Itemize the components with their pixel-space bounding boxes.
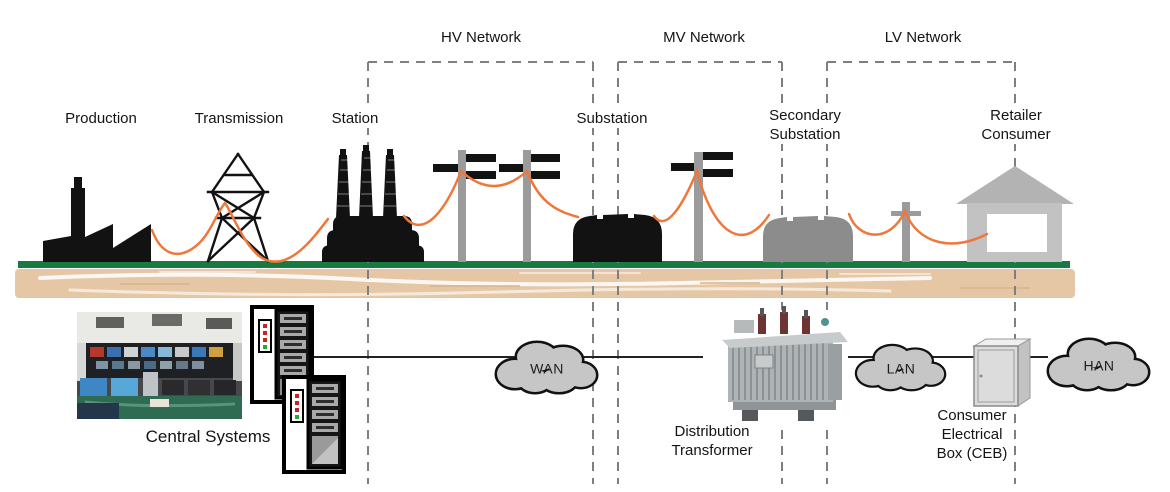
hv-network-bracket	[367, 61, 594, 484]
power-station-icon	[322, 145, 424, 262]
mv-network-label: MV Network	[663, 29, 745, 46]
ceb-box-icon	[972, 338, 1032, 407]
ceb-label: Consumer Electrical Box (CEB)	[936, 407, 1008, 462]
house-icon	[956, 166, 1074, 262]
mv-pole-icon	[671, 152, 733, 262]
lan-label: LAN	[886, 360, 916, 377]
substation-label: Substation	[573, 109, 651, 128]
ground-line	[18, 261, 1070, 268]
lv-network-label: LV Network	[884, 29, 962, 46]
soil-band	[15, 269, 1075, 298]
distribution-transformer-image	[703, 306, 848, 430]
station-label: Station	[328, 109, 382, 128]
retailer-consumer-label: Retailer Consumer	[978, 106, 1054, 144]
wan-label: WAN	[530, 360, 564, 377]
secondary-substation-icon	[763, 216, 853, 262]
secondary-substation-label: Secondary Substation	[766, 106, 844, 144]
server-rack-2-icon	[282, 375, 346, 474]
factory-icon	[43, 177, 151, 262]
transmission-label: Transmission	[191, 109, 287, 128]
production-label: Production	[62, 109, 140, 128]
han-label: HAN	[1083, 357, 1115, 374]
transmission-tower-icon	[206, 152, 270, 263]
power-line-wire	[150, 167, 989, 263]
hv-network-label: HV Network	[440, 29, 522, 46]
distribution-transformer-label: Distribution Transformer	[671, 423, 753, 459]
hv-pole-2-icon	[499, 150, 560, 262]
control-room-photo	[77, 312, 242, 419]
hv-pole-1-icon	[433, 150, 496, 262]
substation-icon	[573, 214, 662, 262]
central-systems-label: Central Systems	[145, 427, 271, 446]
